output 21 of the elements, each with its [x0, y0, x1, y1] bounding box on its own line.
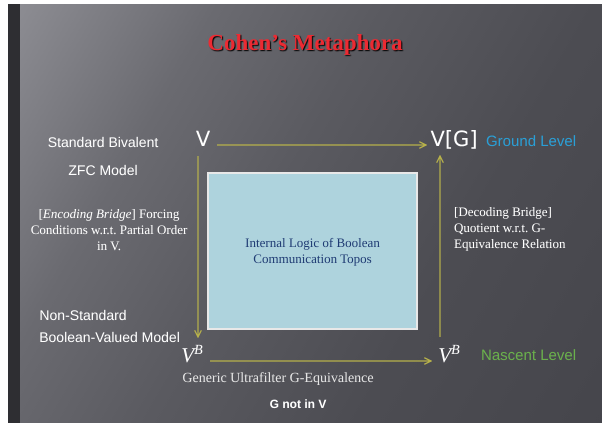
set-symbol: V$^{B}$ — [181, 342, 203, 368]
bridge-note: Generic Ultrafilter G-Equivalence — [181, 371, 375, 387]
level-label: Ground Level — [486, 133, 578, 150]
set-symbol: V$^{B}$ — [438, 342, 460, 368]
set-symbol: V[G] — [430, 127, 478, 151]
set-symbol: V — [196, 127, 210, 151]
arrow — [194, 156, 202, 338]
model-label: Non-Standard — [38, 307, 128, 323]
model-label: Boolean-Valued Model — [38, 329, 181, 345]
arrow — [210, 357, 432, 365]
arrow — [217, 141, 427, 149]
note-text: G not in V — [268, 397, 328, 411]
topos-box — [207, 172, 418, 330]
bridge-note: [Encoding Bridge] Forcing Conditions w.r.t. Partial Order in V. — [30, 206, 188, 254]
model-label: ZFC Model — [67, 162, 139, 178]
bridge-note: [Decoding Bridge] Quotient w.r.t. G-Equivalence Relation — [454, 204, 567, 252]
arrow — [436, 155, 444, 337]
model-label: Standard Bivalent — [46, 134, 160, 150]
slide-title: Cohen’s Metaphora — [206, 30, 404, 56]
box-text: Internal Logic of Boolean Communication Topos — [244, 235, 381, 267]
level-label: Nascent Level — [481, 347, 578, 364]
